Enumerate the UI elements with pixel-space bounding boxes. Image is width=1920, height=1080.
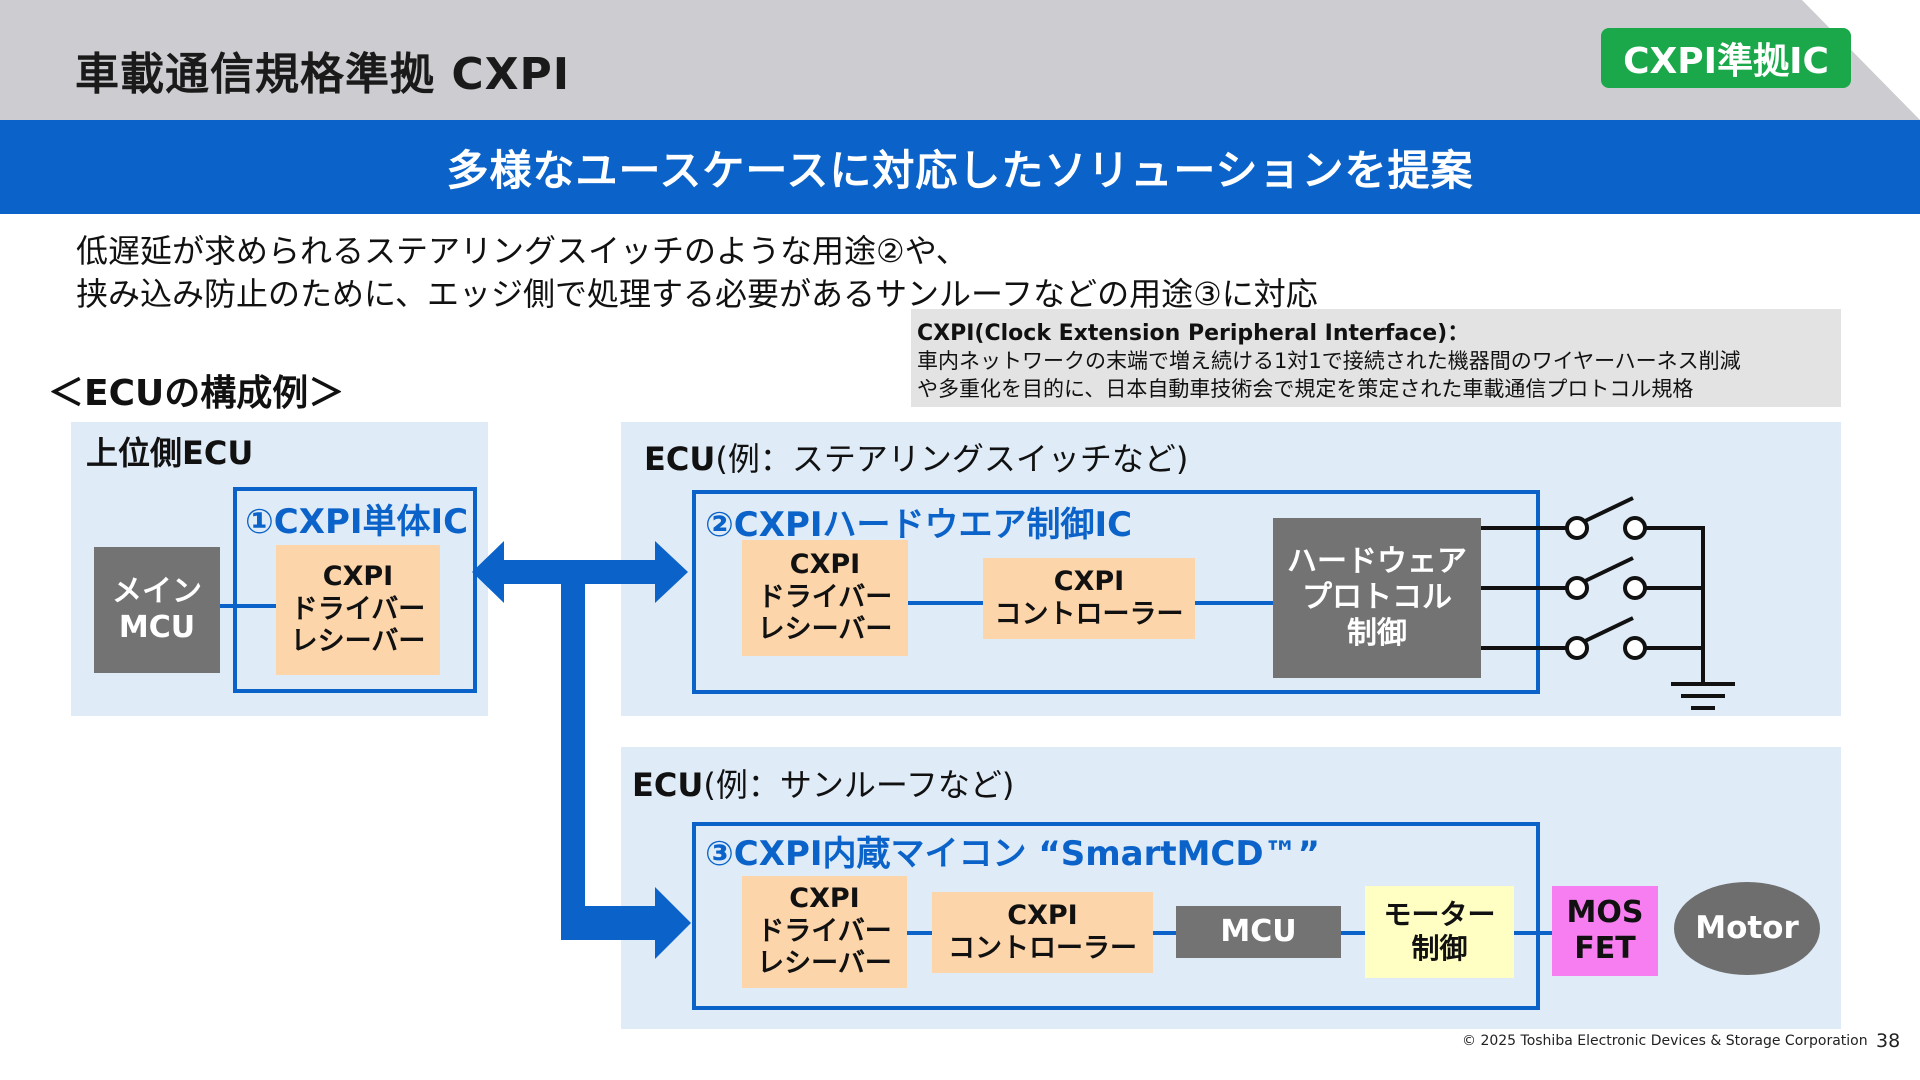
cxpi-standalone-ic-title: ①CXPI単体IC xyxy=(245,502,469,542)
mcu-link-line xyxy=(218,604,276,608)
switch-lever-2 xyxy=(1584,556,1634,583)
main-mcu-block: メイン MCU xyxy=(94,547,220,673)
definition-line-2: や多重化を目的に、日本自動車技術会で規定を策定された車載通信プロトコル規格 xyxy=(917,377,1694,401)
sunroof-ecu-label: ECU(例：サンルーフなど) xyxy=(632,760,1014,806)
copyright: © 2025 Toshiba Electronic Devices & Stor… xyxy=(1462,1033,1868,1049)
steering-ecu-label: ECU(例：ステアリングスイッチなど) xyxy=(644,434,1188,480)
page-number: 38 xyxy=(1876,1030,1901,1052)
smartmcd-title: ③CXPI内蔵マイコン “SmartMCD™” xyxy=(705,834,1320,874)
slide-title: 車載通信規格準拠 CXPI xyxy=(75,49,571,100)
header-band xyxy=(0,0,1920,120)
section-title: ＜ECUの構成例＞ xyxy=(48,373,345,414)
intro-line-1: 低遅延が求められるステアリングスイッチのような用途②や、 xyxy=(76,232,968,270)
smartmcd-frame xyxy=(692,822,1540,1010)
mosfet-block: MOS FET xyxy=(1552,886,1658,976)
steering-transceiver-block: CXPI ドライバー レシーバー xyxy=(742,540,908,656)
upper-transceiver-block: CXPI ドライバー レシーバー xyxy=(276,545,440,675)
sunroof-transceiver-block: CXPI ドライバー レシーバー xyxy=(742,876,907,988)
switch-lever-1 xyxy=(1584,496,1634,523)
cxpi-standalone-ic-frame xyxy=(233,487,477,693)
bus-arrow-to-sunroof xyxy=(561,887,691,959)
intro-line-2: 挟み込み防止のために、エッジ側で処理する必要があるサンルーフなどの用途③に対応 xyxy=(76,275,1318,313)
hw-control-ic-title: ②CXPIハードウエア制御IC xyxy=(705,505,1133,545)
sunroof-mcu-block: MCU xyxy=(1176,906,1341,958)
switch-contact-1a xyxy=(1565,516,1589,540)
definition-box: CXPI(Clock Extension Peripheral Interfac… xyxy=(911,309,1841,407)
cxpi-ic-badge: CXPI準拠IC xyxy=(1601,28,1851,88)
sunroof-ecu-label-example: (例：サンルーフなど) xyxy=(703,766,1015,804)
steering-link-line-1 xyxy=(908,601,983,605)
switch-array xyxy=(1481,496,1735,710)
switch-lever-3 xyxy=(1584,616,1634,643)
sunroof-ecu-label-bold: ECU xyxy=(632,766,704,804)
steering-ecu-label-example: (例：ステアリングスイッチなど) xyxy=(715,440,1189,478)
switch-contact-2a xyxy=(1565,576,1589,600)
switch-contact-3a xyxy=(1565,636,1589,660)
bus-double-arrow xyxy=(472,541,688,603)
motor-block: Motor xyxy=(1674,882,1820,975)
definition-line-1: 車内ネットワークの末端で増え続ける1対1で接続された機器間のワイヤーハーネス削減 xyxy=(917,349,1741,373)
steering-controller-block: CXPI コントローラー xyxy=(983,558,1195,639)
sunroof-controller-block: CXPI コントローラー xyxy=(932,892,1153,973)
bus-vertical-line xyxy=(561,584,585,906)
motor-control-block: モーター 制御 xyxy=(1365,886,1514,978)
steering-link-line-2 xyxy=(1195,601,1273,605)
hw-control-ic-frame xyxy=(692,490,1540,694)
banner-headline: 多様なユースケースに対応したソリューションを提案 xyxy=(0,120,1920,214)
steering-ecu-label-bold: ECU xyxy=(644,440,716,478)
definition-term: CXPI(Clock Extension Peripheral Interfac… xyxy=(917,321,1470,346)
upper-ecu-label: 上位側ECU xyxy=(86,434,254,472)
hw-protocol-control-block: ハードウェア プロトコル 制御 xyxy=(1273,518,1481,678)
